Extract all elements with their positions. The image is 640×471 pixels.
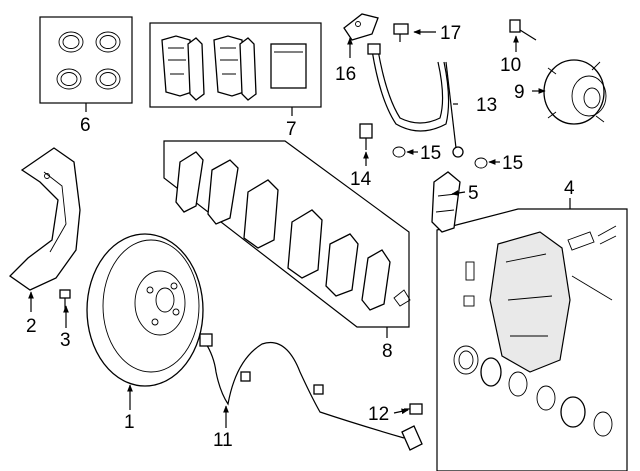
callout-15b: 15 [502,153,523,174]
callout-12: 12 [368,404,389,425]
callout-3: 3 [60,330,71,351]
hub-bolt [509,19,537,41]
callout-17: 17 [440,23,461,44]
callout-13: 13 [476,95,497,116]
callout-15a: 15 [420,143,441,164]
seal-kit-box [39,16,133,112]
caliper-bolt [359,123,373,150]
callout-14: 14 [350,169,372,190]
pad-set-box [149,22,322,116]
callout-2: 2 [26,316,37,337]
hose-bracket [343,13,379,41]
callout-10: 10 [500,55,521,76]
washer-a [392,146,406,158]
callouts: 1 2 3 4 5 6 7 8 9 10 11 12 13 14 15 15 1… [26,23,575,451]
callout-11: 11 [213,430,233,451]
pad-hardware-box [163,140,411,338]
shield-bolt [59,289,71,310]
wheel-hub [543,59,607,125]
leader-lines [28,29,546,428]
bracket-bolt [393,23,409,42]
speed-sensor-harness [199,333,423,451]
sensor-bolt [404,403,423,415]
callout-7: 7 [286,119,297,140]
brake-hose [367,43,464,158]
anti-rattle-clip [431,171,461,233]
washer-b [474,157,488,169]
brake-rotor [86,233,204,387]
callout-1: 1 [124,412,135,433]
callout-8: 8 [382,341,393,362]
callout-4: 4 [564,178,575,199]
caliper-box [436,198,628,471]
splash-shield [8,147,81,291]
callout-6: 6 [80,115,91,136]
callout-5: 5 [468,183,479,204]
callout-9: 9 [514,82,525,103]
callout-16: 16 [335,64,356,85]
